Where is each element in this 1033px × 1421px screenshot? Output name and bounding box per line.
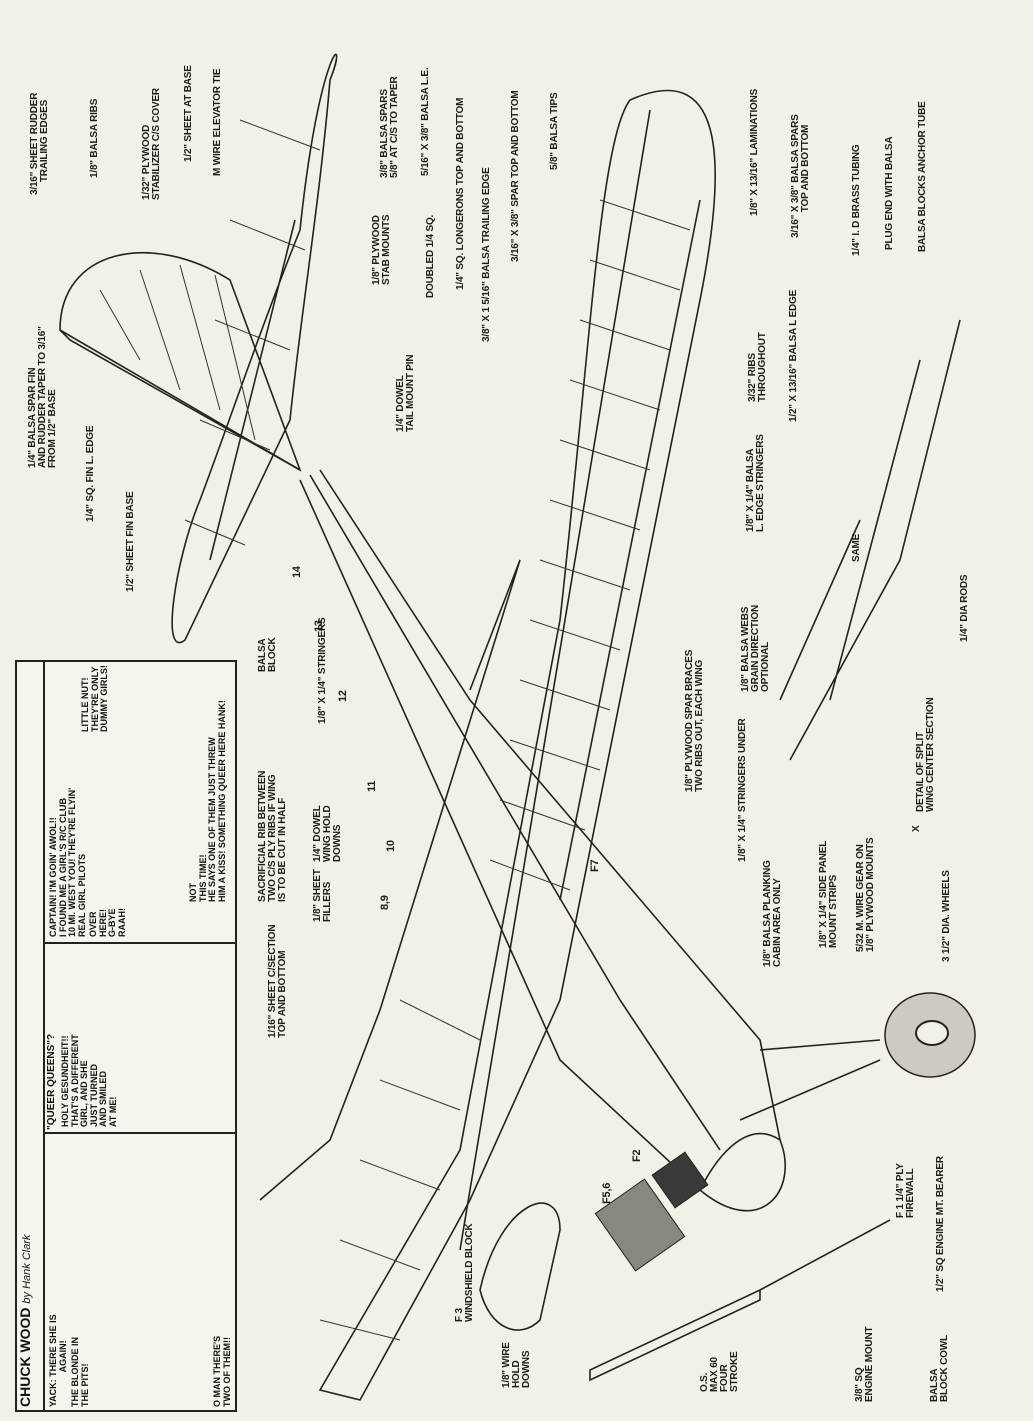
label-side-panel-strips: 1/8" X 1/4" SIDE PANEL MOUNT STRIPS: [818, 840, 839, 948]
label-dia-rods: 1/4" DIA RODS: [959, 574, 970, 642]
panel-divider: [45, 942, 235, 944]
landing-gear: [739, 1039, 881, 1121]
speech-blonde: THE BLONDE IN THE PITS!: [70, 1336, 90, 1407]
comic-title: CHUCK WOOD by Hank Clark: [17, 1234, 33, 1407]
speech-two-of-them: O MAN THERE'S TWO OF THEM!!: [212, 1335, 232, 1407]
label-trailing-edge: 3/8" X 1 5/16" BALSA TRAILING EDGE: [481, 167, 492, 342]
label-anchor-tube: BALSA BLOCKS ANCHOR TUBE: [917, 101, 928, 252]
label-wire-gear: 5/32 M. WIRE GEAR ON 1/8" PLYWOOD MOUNTS: [855, 837, 876, 952]
former-number: 13: [313, 620, 325, 632]
label-balsa-l-edge: 1/2" X 13/16" BALSA L EDGE: [788, 289, 799, 422]
label-split-wing-detail: DETAIL OF SPLIT WING CENTER SECTION: [915, 697, 936, 812]
comic-strip: CHUCK WOOD by Hank Clark "QUEER QUEENS"?…: [15, 660, 237, 1412]
cowl: [699, 1132, 786, 1212]
stabilizer-outline: [171, 53, 338, 644]
wheel: [884, 992, 976, 1078]
label-tail-mount-pin: 1/4" DOWEL TAIL MOUNT PIN: [395, 354, 416, 432]
label-spar-braces: 1/8" PLYWOOD SPAR BRACES TWO RIBS OUT, E…: [684, 649, 705, 792]
label-former-f2: F2: [631, 1149, 643, 1162]
label-balsa-block: BALSA BLOCK: [257, 637, 278, 672]
lower-wing: [259, 559, 521, 1201]
wing-leading-edge: [559, 199, 701, 901]
label-spar-fin-rudder: 1/4" BALSA SPAR FIN AND RUDDER TAPER TO …: [27, 326, 58, 468]
wing-outline: [318, 89, 716, 1401]
label-fin-l-edge: 1/4" SQ. FIN L. EDGE: [85, 425, 96, 522]
label-sheet-at-base: 1/2" SHEET AT BASE: [183, 65, 194, 162]
speech-captain: CAPTAIN! I'M GOIN' AWOL!! I FOUND ME A G…: [48, 787, 87, 937]
wing-spar: [459, 109, 651, 1251]
comic-title-rule: [43, 662, 45, 1410]
label-plug-end: PLUG END WITH BALSA: [884, 136, 895, 250]
former-number: 10: [385, 840, 397, 852]
label-engine: O.S. MAX 60 FOUR STROKE: [699, 1351, 740, 1392]
stabilizer-spar: [209, 219, 296, 561]
former-number: 8,9: [379, 895, 391, 910]
label-engine-mount: 3/8" SQ ENGINE MOUNT: [854, 1326, 875, 1402]
label-former-f7: F7: [589, 859, 601, 872]
speech-yack: YACK: THERE SHE IS AGAIN!: [48, 1314, 68, 1407]
label-longerons: 1/4" SQ. LONGERONS TOP AND BOTTOM: [455, 97, 466, 290]
label-former-f56: F5,6: [601, 1182, 613, 1204]
former-number: 12: [337, 690, 349, 702]
label-windshield-block: F 3 WINDSHIELD BLOCK: [454, 1223, 475, 1322]
speech-over-here: OVER HERE! G-BYE RAAH!: [88, 908, 127, 937]
label-stringers-under: 1/8" X 1/4" STRINGERS UNDER: [737, 718, 748, 862]
split-wing-detail: [779, 319, 961, 761]
label-sheet-fillers: 1/8" SHEET FILLERS: [312, 869, 333, 922]
speech-gesundheit: HOLY GESUNDHEIT!! THAT'S A DIFFERENT GIR…: [60, 1034, 118, 1127]
label-sacrificial-rib: SACRIFICIAL RIB BETWEEN TWO C/S PLY RIBS…: [257, 770, 288, 902]
speech-little-nut: LITTLE NUT! THEY'RE ONLY DUMMY GIRLS!: [80, 665, 109, 732]
propeller: [589, 1219, 891, 1382]
label-balsa-planking: 1/8" BALSA PLANKING CABIN AREA ONLY: [762, 860, 783, 967]
label-wire-hold-downs: 1/8" WIRE HOLD DOWNS: [501, 1342, 532, 1388]
label-spar-top-bottom: 3/16" X 3/8" SPAR TOP AND BOTTOM: [510, 90, 521, 262]
label-wing-hold-downs: 1/4" DOWEL WING HOLD DOWNS: [312, 805, 343, 862]
former-number: 14: [291, 566, 303, 578]
fuselage-top: [299, 479, 701, 1191]
label-balsa-spars-top-bottom: 3/16" X 3/8" BALSA SPARS TOP AND BOTTOM: [790, 114, 811, 238]
comic-byline: by Hank Clark: [21, 1234, 33, 1304]
label-laminations: 1/8" X 13/16" LAMINATIONS: [749, 88, 760, 216]
label-fin-base: 1/2" SHEET FIN BASE: [125, 491, 136, 592]
label-same: SAME: [851, 533, 862, 562]
fuselage-bottom: [319, 469, 781, 1141]
label-engine-bearer: 1/2" SQ ENGINE MT. BEARER: [935, 1156, 946, 1292]
label-l-edge-stringers: 1/8" X 1/4" BALSA L. EDGE STRINGERS: [745, 434, 766, 532]
label-rudder-trailing-edges: 3/16" SHEET RUDDER TRAILING EDGES: [29, 92, 50, 195]
fuselage-side: [309, 474, 721, 1151]
label-block-cowl: BALSA BLOCK COWL: [929, 1335, 950, 1402]
label-balsa-tips: 5/8" BALSA TIPS: [549, 92, 560, 171]
label-stringers: 1/8" X 1/4" STRINGERS: [317, 617, 328, 724]
fin-outline: [59, 251, 302, 472]
label-stabilizer-cs-cover: 1/32" PLYWOOD STABILIZER C/S COVER: [141, 88, 162, 200]
label-cs-sheet: 1/16" SHEET C/SECTION TOP AND BOTTOM: [267, 924, 288, 1038]
speech-not-this-time: NOT THIS TIME! HE SAYS ONE OF THEM JUST …: [188, 700, 227, 902]
label-balsa-le: 5/16" X 3/8" BALSA L.E.: [420, 67, 431, 176]
label-firewall: F 1 1/4" PLY FIREWALL: [895, 1163, 916, 1218]
rib-lines: [99, 119, 691, 1341]
label-elevator-tie: M WIRE ELEVATOR TIE: [212, 68, 223, 176]
comic-title-text: CHUCK WOOD: [17, 1307, 33, 1407]
engine: [594, 1151, 709, 1272]
label-balsa-webs: 1/8" BALSA WEBS GRAIN DIRECTION OPTIONAL: [740, 604, 771, 692]
windshield-block: [479, 1202, 561, 1331]
label-wheels: 3 1/2" DIA. WHEELS: [941, 870, 952, 962]
fin-spar: [59, 329, 301, 471]
comic-caption: "QUEER QUEENS"?: [46, 1033, 57, 1130]
former-number: 11: [366, 780, 378, 792]
label-doubled-sq: DOUBLED 1/4 SQ.: [425, 214, 436, 298]
label-stab-mounts: 1/8" PLYWOOD STAB MOUNTS: [371, 214, 392, 285]
label-ribs-throughout: 3/32" RIBS THROUGHOUT: [747, 332, 768, 402]
label-balsa-spars-taper: 3/8" BALSA SPARS 5/8" AT C/S TO TAPER: [379, 76, 400, 179]
label-brass-tubing: 1/4" I. D BRASS TUBING: [851, 144, 862, 256]
label-x-mark: X: [911, 825, 922, 832]
panel-divider: [45, 1132, 235, 1134]
label-balsa-ribs: 1/8" BALSA RIBS: [89, 98, 100, 178]
